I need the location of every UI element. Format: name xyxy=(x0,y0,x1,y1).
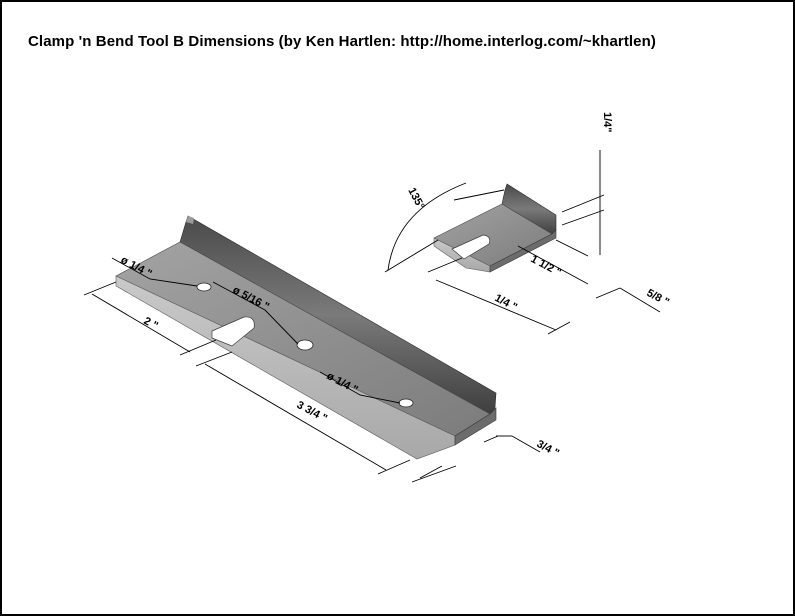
large-bending-bar xyxy=(115,215,497,460)
dim-length: 1 1/2 " xyxy=(529,253,564,279)
large-bar-flange-top xyxy=(186,216,194,224)
dim-width: 3/4 " xyxy=(535,438,561,460)
dim-angle: 135° xyxy=(405,186,426,212)
dim-slot-width: 1/4 " xyxy=(493,292,519,314)
small-bending-plate xyxy=(433,183,557,273)
small-part-dimension-lines xyxy=(384,150,661,335)
large-part-dimension-lines xyxy=(83,257,541,483)
large-bar-end-face xyxy=(454,407,497,446)
drawing-title: Clamp 'n Bend Tool B Dimensions (by Ken … xyxy=(28,33,656,50)
large-bar-hole-right xyxy=(398,398,414,408)
small-plate-end-face xyxy=(489,229,557,273)
dim-slot-offset: 2 " xyxy=(142,315,160,332)
small-plate-slot xyxy=(451,234,491,260)
large-bar-hole-center xyxy=(296,339,314,351)
large-bar-hole-left xyxy=(196,282,212,292)
large-bar-slot xyxy=(211,316,255,347)
large-bar-front-edge xyxy=(115,275,456,460)
dim-thickness: 1/4" xyxy=(601,112,613,133)
